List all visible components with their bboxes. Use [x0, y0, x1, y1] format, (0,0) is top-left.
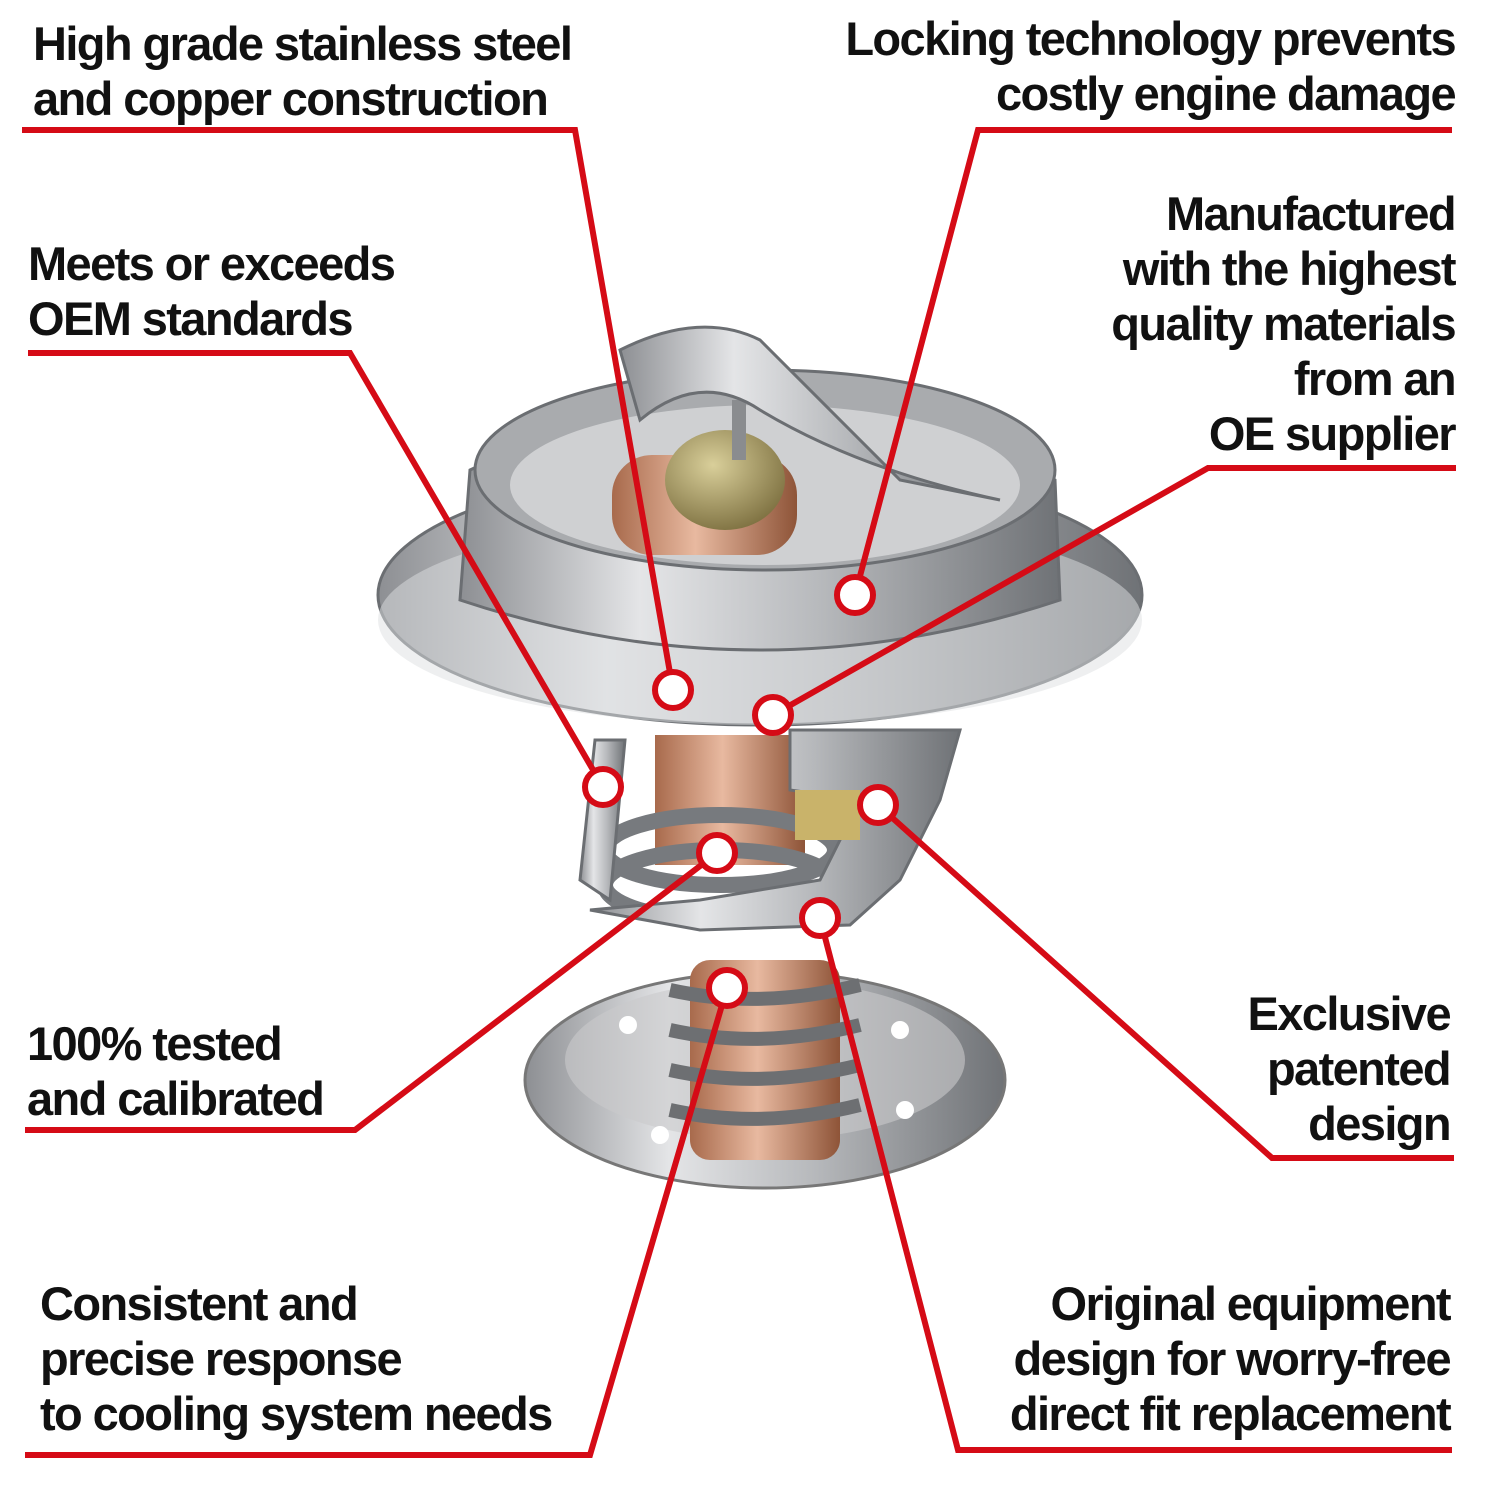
callout-line: OE supplier [1209, 407, 1456, 460]
leader-direct-fit [817, 917, 1452, 1453]
leader-response [25, 987, 730, 1458]
callout-tested: 100% tested and calibrated [27, 1017, 325, 1125]
callout-line: High grade stainless steel [33, 17, 571, 70]
callout-stainless: High grade stainless steel and copper co… [33, 17, 573, 125]
callout-line: 100% tested [27, 1017, 281, 1070]
callout-line: Locking technology prevents [845, 12, 1455, 65]
callout-response: Consistent and precise response to cooli… [40, 1277, 554, 1440]
callout-line: to cooling system needs [40, 1387, 552, 1440]
locking-tab [618, 325, 1001, 502]
dot-locking [834, 574, 876, 616]
callout-line: patented [1267, 1042, 1450, 1095]
callout-line: Exclusive [1248, 987, 1451, 1040]
callout-oem: Meets or exceeds OEM standards [28, 237, 396, 345]
callout-line: direct fit replacement [1010, 1387, 1452, 1440]
callout-line: Manufactured [1166, 187, 1455, 240]
dot-response [706, 967, 748, 1009]
callout-line: OEM standards [28, 292, 352, 345]
leader-patented [875, 802, 1454, 1161]
callout-line: with the highest [1122, 242, 1457, 295]
callout-dots [582, 574, 899, 1009]
callout-line: from an [1294, 352, 1455, 405]
callout-line: precise response [40, 1332, 402, 1385]
thermostat-image [376, 325, 1144, 1190]
dot-patented [857, 784, 899, 826]
callout-line: design for worry-free [1014, 1332, 1451, 1385]
callout-locking: Locking technology prevents costly engin… [845, 12, 1457, 120]
brass-tab [795, 790, 860, 840]
leader-tested [25, 850, 719, 1133]
callout-patented: Exclusive patented design [1248, 987, 1453, 1150]
leader-stainless [22, 127, 676, 691]
wax-pellet [665, 430, 785, 530]
callout-line: costly engine damage [996, 67, 1456, 120]
callout-line: Meets or exceeds [28, 237, 395, 290]
dot-materials [752, 694, 794, 736]
leader-locking [852, 127, 1452, 596]
dot-direct-fit [799, 897, 841, 939]
callout-line: and calibrated [27, 1072, 323, 1125]
callout-materials: Manufactured with the highest quality ma… [1111, 187, 1458, 460]
callout-line: Original equipment [1051, 1277, 1452, 1330]
dot-oem [582, 766, 624, 808]
leader-materials [771, 465, 1456, 718]
dot-stainless [652, 669, 694, 711]
callout-line: quality materials [1111, 297, 1455, 350]
callout-line: and copper construction [33, 72, 547, 125]
callout-line: design [1308, 1097, 1450, 1150]
callout-line: Consistent and [40, 1277, 357, 1330]
leader-oem [28, 350, 606, 789]
callout-direct-fit: Original equipment design for worry-free… [1010, 1277, 1454, 1440]
leader-lines [22, 127, 1456, 1458]
dot-tested [696, 832, 738, 874]
